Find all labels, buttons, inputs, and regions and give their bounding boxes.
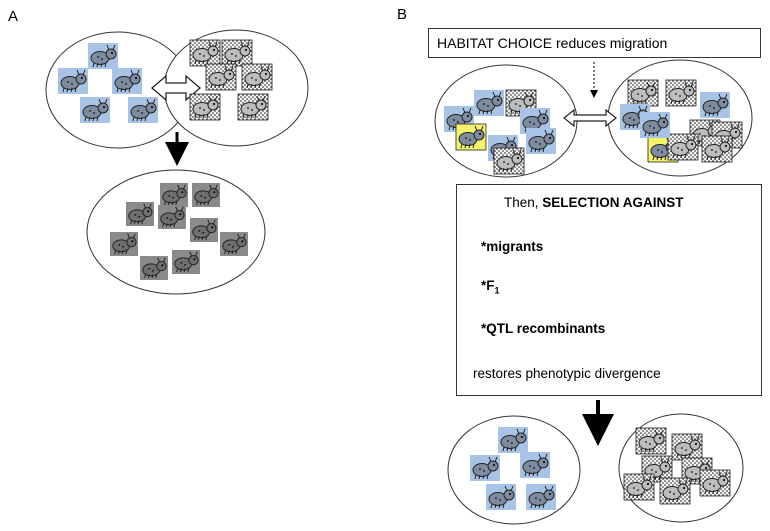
f1-subscript: 1 [494, 285, 500, 296]
organism-icon [158, 205, 186, 229]
organism-icon [455, 123, 487, 151]
migrants-label: *migrants [481, 239, 544, 254]
restores-text: restores phenotypic divergence [473, 366, 661, 381]
organism-icon [635, 427, 667, 455]
organism-icon [526, 484, 556, 510]
organism-icon [671, 433, 703, 461]
habitat-choice-text: HABITAT CHOICE reduces migration [437, 35, 668, 51]
organism-icon [474, 90, 504, 116]
f1-text: *F [481, 278, 495, 293]
selection-box: Then, SELECTION AGAINST *migrants *F1 *Q… [456, 184, 762, 396]
organism-icon [623, 473, 655, 501]
organism-icon [112, 68, 142, 94]
organism-icon [190, 218, 218, 242]
organism-icon [526, 128, 556, 154]
panel-label-b: B [397, 6, 408, 23]
f1-label: *F1 [481, 278, 500, 296]
double-arrow-a [151, 74, 201, 102]
organism-icon [237, 93, 269, 121]
organism-icon [189, 39, 221, 67]
habitat-choice-box: HABITAT CHOICE reduces migration [428, 28, 761, 58]
organism-icon [667, 133, 699, 161]
selection-against-text: SELECTION AGAINST [542, 195, 684, 210]
selection-heading: Then, SELECTION AGAINST [504, 195, 684, 210]
organism-group [58, 39, 743, 510]
then-text: Then, [504, 195, 543, 210]
organism-icon [241, 63, 273, 91]
organism-icon [486, 484, 516, 510]
double-arrow-b [563, 108, 617, 128]
organism-icon [126, 202, 154, 226]
organism-icon [221, 39, 253, 67]
organism-icon [700, 92, 730, 118]
organism-icon [640, 112, 670, 138]
organism-icon [493, 147, 525, 175]
organism-icon [627, 79, 659, 107]
organism-icon [88, 43, 118, 69]
organism-icon [58, 68, 88, 94]
organism-icon [470, 455, 500, 481]
organism-icon [189, 93, 221, 121]
organism-icon [498, 427, 528, 453]
organism-icon [659, 477, 691, 505]
panel-label-a: A [8, 8, 19, 25]
organism-icon [192, 183, 220, 207]
organism-icon [172, 250, 200, 274]
organism-icon [160, 183, 188, 207]
organism-icon [220, 232, 248, 256]
organism-icon [205, 63, 237, 91]
organism-icon [701, 135, 733, 163]
organism-icon [665, 79, 697, 107]
organism-icon [80, 97, 110, 123]
qtl-label: *QTL recombinants [481, 321, 606, 336]
organism-icon [520, 452, 550, 478]
organism-icon [140, 256, 168, 280]
organism-icon [128, 97, 158, 123]
organism-icon [110, 232, 138, 256]
habitat-merged-a [86, 169, 266, 295]
organism-icon [699, 469, 731, 497]
